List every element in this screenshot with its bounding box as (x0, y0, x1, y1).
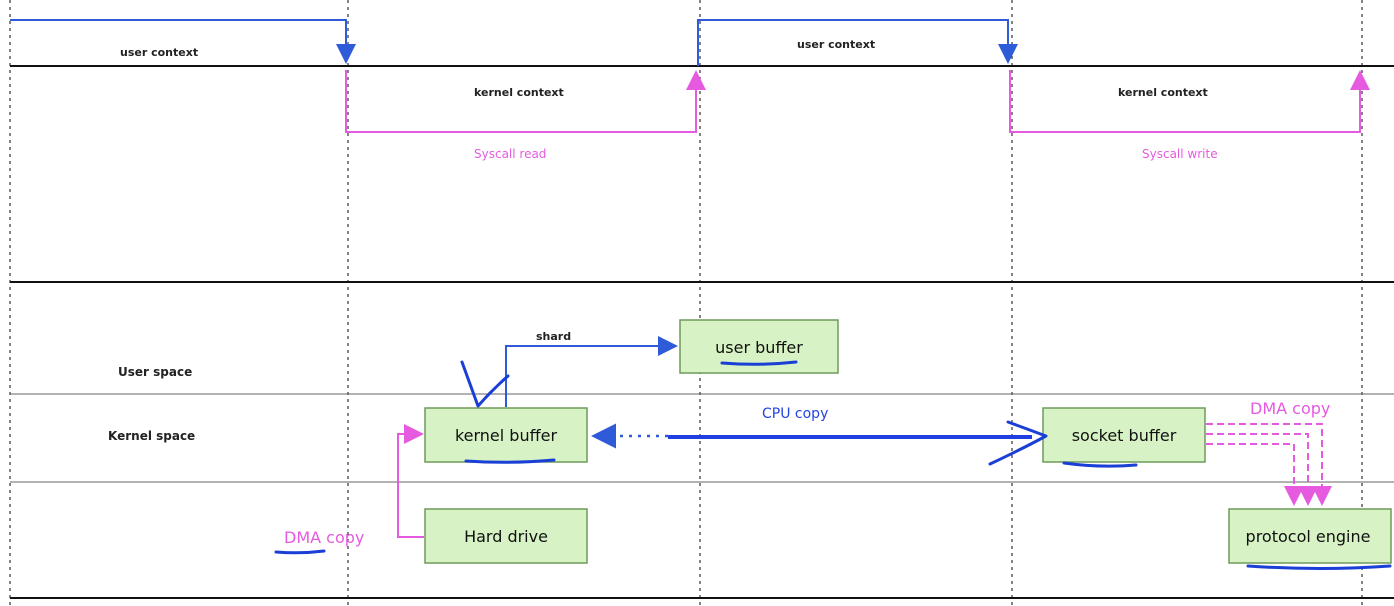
user-context-label-2: user context (797, 38, 875, 51)
kernel-context-path (345, 70, 1370, 133)
handwritten-annotations (274, 360, 1392, 570)
cpu-copy-label: CPU copy (762, 406, 828, 422)
kernel-context-label-1: kernel context (474, 86, 564, 99)
dma-copy-path-3 (1206, 443, 1304, 506)
dma-copy-label-right: DMA copy (1250, 399, 1330, 418)
dma-copy-path-2 (1206, 433, 1318, 506)
annotation-underline-socket-buffer (1062, 461, 1138, 468)
kernel-context-segment-2 (1009, 70, 1370, 133)
annotation-underline-protocol-engine (1246, 564, 1392, 570)
dma-copy-arrow-left (397, 424, 424, 538)
syscall-read-label: Syscall read (474, 147, 546, 161)
socket-buffer-box: socket buffer (1042, 407, 1206, 463)
user-buffer-label: user buffer (715, 338, 803, 357)
kernel-context-segment-1 (345, 70, 706, 133)
shard-arrow (505, 336, 678, 407)
user-context-segment-1 (10, 19, 356, 64)
kernel-buffer-label: kernel buffer (455, 426, 558, 445)
annotation-underline-user-buffer (720, 360, 798, 366)
user-space-label: User space (118, 365, 192, 379)
horizontal-separators (10, 65, 1394, 599)
socket-buffer-label: socket buffer (1072, 426, 1177, 445)
user-context-segment-2 (697, 19, 1018, 66)
dma-copy-label-left: DMA copy (284, 528, 364, 547)
annotation-check-mark (460, 360, 510, 408)
user-context-path (10, 19, 1018, 66)
vertical-guides (9, 0, 1363, 606)
annotation-underline-dma (274, 549, 326, 555)
protocol-engine-box: protocol engine (1228, 508, 1392, 564)
dma-copy-arrows-right (1206, 423, 1332, 506)
shard-label: shard (536, 330, 571, 343)
hard-drive-box: Hard drive (424, 508, 588, 564)
kernel-buffer-box: kernel buffer (424, 407, 588, 463)
hard-drive-label: Hard drive (464, 527, 548, 546)
dma-copy-path-1 (1206, 423, 1332, 506)
kernel-space-label: Kernel space (108, 429, 195, 443)
user-context-label-1: user context (120, 46, 198, 59)
kernel-context-label-2: kernel context (1118, 86, 1208, 99)
syscall-write-label: Syscall write (1142, 147, 1218, 161)
annotation-arrowhead-mark (988, 420, 1048, 466)
protocol-engine-label: protocol engine (1246, 527, 1371, 546)
annotation-underline-kernel-buffer (464, 458, 556, 464)
